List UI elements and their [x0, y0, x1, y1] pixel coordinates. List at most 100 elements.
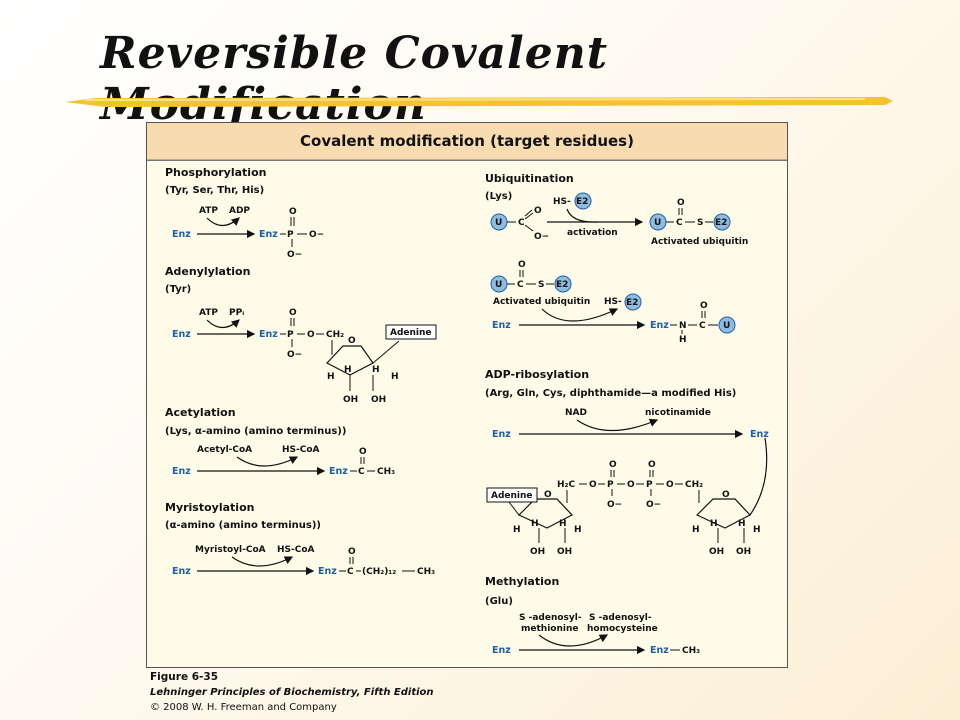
enz-label: Enz: [329, 466, 348, 477]
atom-label: O−: [534, 232, 549, 242]
atom-label: C: [676, 218, 683, 228]
ppi-label: PPᵢ: [229, 308, 244, 318]
figure-caption: Figure 6-35 Lehninger Principles of Bioc…: [150, 670, 710, 715]
activated-ubiquitin-label: Activated ubiquitin: [651, 237, 748, 247]
ubiquitination-section: Ubiquitination (Lys) U C O O− HS- E2 act…: [485, 172, 748, 345]
ch3-label: CH₃: [682, 646, 700, 656]
hydroxyl-label: OH: [557, 547, 572, 557]
ch2-chain-label: (CH₂)₁₂: [362, 567, 396, 577]
slide-title: Reversible Covalent Modification: [100, 28, 609, 130]
figure-panel: Covalent modification (target residues) …: [146, 122, 788, 668]
enz-label: Enz: [259, 329, 278, 340]
adp-ribosylation-residues: (Arg, Gln, Cys, diphthamide—a modified H…: [485, 388, 736, 399]
enz-label: Enz: [750, 429, 769, 440]
atom-label: H: [574, 525, 582, 535]
methylation-section: Methylation (Glu) S -adenosyl- methionin…: [485, 575, 700, 656]
adenine-box: Adenine: [491, 491, 533, 501]
sah-label-2: homocysteine: [587, 624, 658, 634]
myristoylation-residues: (α-amino (amino terminus)): [165, 520, 321, 531]
atom-label: P: [287, 230, 294, 240]
adenine-box: Adenine: [390, 328, 432, 338]
enz-label: Enz: [492, 320, 511, 331]
atom-label: H: [738, 519, 746, 529]
adenylylation-section: Adenylylation (Tyr) ATP PPᵢ Enz Enz P O …: [165, 265, 437, 405]
phosphorylation-residues: (Tyr, Ser, Thr, His): [165, 185, 264, 196]
atom-label: O−: [309, 230, 324, 240]
acetylation-title: Acetylation: [165, 406, 236, 419]
ubiquitination-title: Ubiquitination: [485, 172, 574, 185]
atom-label: O: [666, 480, 674, 490]
hydroxyl-label: OH: [736, 547, 751, 557]
phosphorylation-title: Phosphorylation: [165, 166, 266, 179]
atom-label: O: [359, 447, 367, 457]
enz-label: Enz: [492, 645, 511, 656]
atom-label: O: [289, 308, 297, 318]
hydroxyl-label: OH: [343, 395, 358, 405]
atom-label: O: [534, 206, 542, 216]
myristoylation-section: Myristoylation (α-amino (amino terminus)…: [165, 501, 435, 577]
e2-circle: E2: [576, 197, 588, 207]
atom-label: O: [348, 547, 356, 557]
atom-label: O−: [646, 500, 661, 510]
atom-label: C: [358, 467, 365, 477]
title-underline: [65, 97, 893, 107]
atom-label: H: [372, 365, 380, 375]
acetylation-residues: (Lys, α-amino (amino terminus)): [165, 426, 346, 437]
nicotinamide-label: nicotinamide: [645, 408, 711, 418]
hs-coa-label: HS-CoA: [282, 445, 320, 455]
e2-circle: E2: [715, 218, 727, 228]
atom-label: H: [344, 365, 352, 375]
copyright: © 2008 W. H. Freeman and Company: [150, 702, 337, 713]
atom-label: S: [538, 280, 544, 290]
nad-label: NAD: [565, 408, 587, 418]
adp-ribosylation-section: ADP-ribosylation (Arg, Gln, Cys, diphtha…: [485, 368, 769, 557]
myristoylation-title: Myristoylation: [165, 501, 254, 514]
h2c-label: H₂C: [557, 480, 575, 490]
atom-label: C: [518, 218, 525, 228]
ring-oxygen: O: [544, 490, 552, 500]
ubiquitin-circle: U: [654, 218, 661, 228]
e2-circle: E2: [626, 298, 638, 308]
atom-label: O−: [287, 250, 302, 260]
atom-label: O: [677, 198, 685, 208]
hs-coa-label: HS-CoA: [277, 545, 315, 555]
hydroxyl-label: OH: [371, 395, 386, 405]
atom-label: O: [307, 330, 315, 340]
modification-diagram: Phosphorylation (Tyr, Ser, Thr, His) ATP…: [147, 159, 787, 656]
book-title: Lehninger Principles of Biochemistry, Fi…: [150, 687, 434, 698]
atom-label: O: [518, 260, 526, 270]
sam-label-1: S -adenosyl-: [519, 613, 582, 623]
activation-label: activation: [567, 228, 618, 238]
enz-label: Enz: [318, 566, 337, 577]
atom-label: O: [589, 480, 597, 490]
ch3-label: CH₃: [377, 467, 395, 477]
phosphorylation-section: Phosphorylation (Tyr, Ser, Thr, His) ATP…: [165, 166, 324, 260]
ubiquitin-circle: U: [495, 218, 502, 228]
activated-ubiquitin-label: Activated ubiquitin: [493, 297, 590, 307]
ch2-label: CH₂: [685, 480, 703, 490]
atom-label: N: [679, 321, 687, 331]
atom-label: S: [697, 218, 703, 228]
atom-label: H: [531, 519, 539, 529]
hydroxyl-label: OH: [709, 547, 724, 557]
hydroxyl-label: OH: [530, 547, 545, 557]
enz-label: Enz: [259, 229, 278, 240]
atom-label: O: [700, 301, 708, 311]
enz-label: Enz: [172, 566, 191, 577]
ubiquitin-circle: U: [723, 321, 730, 331]
atom-label: H: [513, 525, 521, 535]
hs-label: HS-: [553, 197, 571, 207]
atom-label: H: [692, 525, 700, 535]
atom-label: H: [559, 519, 567, 529]
atom-label: H: [710, 519, 718, 529]
atp-label: ATP: [199, 206, 218, 216]
acetylation-section: Acetylation (Lys, α-amino (amino terminu…: [165, 406, 395, 477]
enz-label: Enz: [650, 320, 669, 331]
enz-label: Enz: [492, 429, 511, 440]
sam-label-2: methionine: [521, 624, 578, 634]
methylation-title: Methylation: [485, 575, 559, 588]
enz-label: Enz: [172, 466, 191, 477]
atom-label: C: [699, 321, 706, 331]
adenylylation-residues: (Tyr): [165, 284, 191, 295]
atom-label: P: [646, 480, 653, 490]
